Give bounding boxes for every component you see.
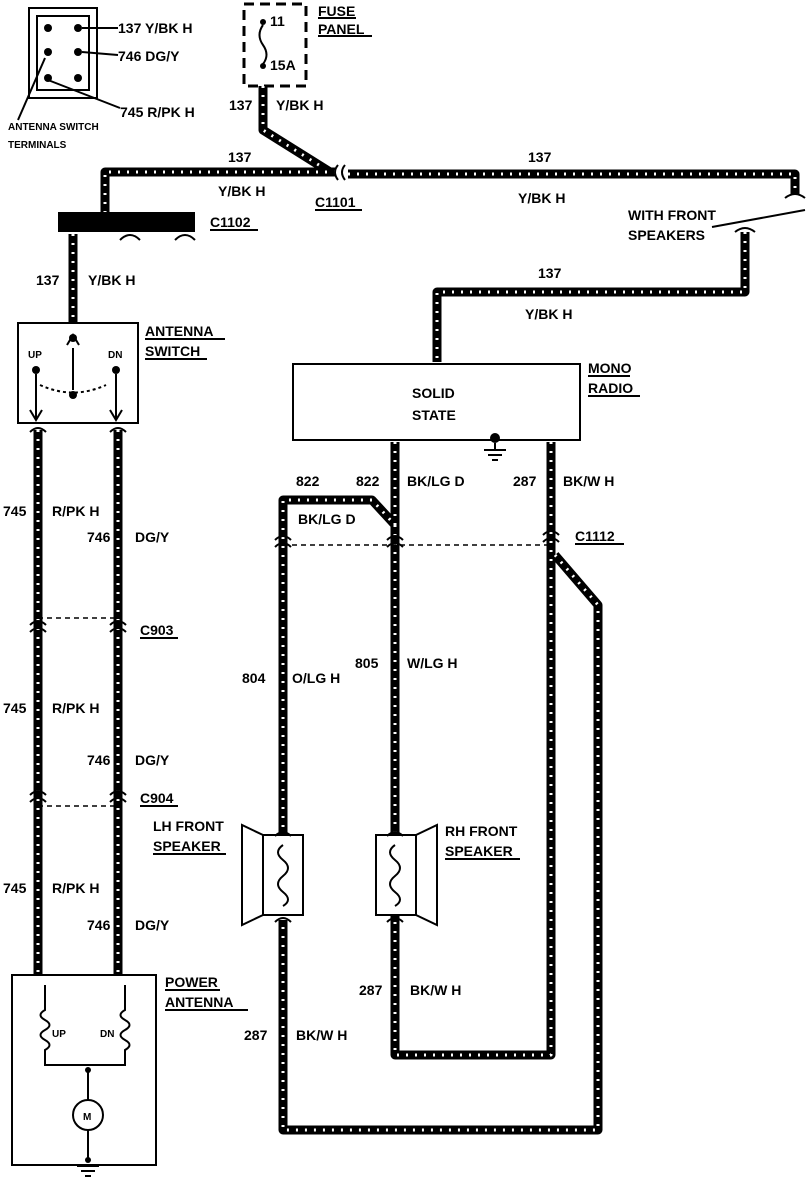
connector-c903: C903 bbox=[29, 617, 178, 639]
wire-137-radio-num: 137 bbox=[538, 265, 562, 281]
wire-137-radio-color: Y/BK H bbox=[525, 306, 572, 322]
wire-805-color: W/LG H bbox=[407, 655, 458, 671]
wire-287-mid-num: 287 bbox=[359, 982, 383, 998]
antenna-switch-title-line2: SWITCH bbox=[145, 343, 200, 359]
switch-dn-label: DN bbox=[108, 350, 122, 361]
rh-speaker-title-line1: RH FRONT bbox=[445, 823, 518, 839]
wire-822-a-num: 822 bbox=[296, 473, 320, 489]
antenna-switch-title-line1: ANTENNA bbox=[145, 323, 213, 339]
switch-up-label: UP bbox=[28, 350, 42, 361]
fuse-panel-title-line2: PANEL bbox=[318, 21, 365, 37]
inset-caption-line1: ANTENNA SWITCH bbox=[8, 122, 99, 133]
wire-137-left-num: 137 bbox=[228, 149, 252, 165]
power-antenna: M UP DN POWER ANTENNA bbox=[11, 974, 248, 1177]
fuse-panel: 11 15A FUSE PANEL bbox=[242, 2, 372, 88]
mono-radio: SOLID STATE MONO RADIO bbox=[292, 360, 640, 461]
inset-label-137: 137 Y/BK H bbox=[118, 20, 192, 36]
fuse-rating: 15A bbox=[270, 57, 296, 73]
c903-label: C903 bbox=[140, 622, 174, 638]
inset-label-746: 746 DG/Y bbox=[118, 48, 180, 64]
connector-c1101: C1101 bbox=[315, 164, 362, 211]
mono-radio-title-line2: RADIO bbox=[588, 380, 633, 396]
terminal-inset: 137 Y/BK H 746 DG/Y 745 R/PK H ANTENNA S… bbox=[8, 7, 195, 151]
wire-137-right-color: Y/BK H bbox=[518, 190, 565, 206]
motor-up-label: UP bbox=[52, 1029, 66, 1040]
motor-dn-label: DN bbox=[100, 1029, 114, 1040]
wire-804-color: O/LG H bbox=[292, 670, 340, 686]
wire-745-a-num: 745 bbox=[3, 503, 27, 519]
wire-746-a-num: 746 bbox=[87, 529, 111, 545]
wire-822-b-num: 822 bbox=[356, 473, 380, 489]
wire-822-a-color: BK/LG D bbox=[298, 511, 356, 527]
wire-745-a-color: R/PK H bbox=[52, 503, 99, 519]
switch-output-caps bbox=[29, 427, 127, 433]
wire-137-left-color: Y/BK H bbox=[218, 183, 265, 199]
wire-137-drop-num: 137 bbox=[36, 272, 60, 288]
wire-137-fuse-num: 137 bbox=[229, 97, 253, 113]
radio-text-line2: STATE bbox=[412, 407, 456, 423]
wire-746-a-color: DG/Y bbox=[135, 529, 170, 545]
wire-137-drop-color: Y/BK H bbox=[88, 272, 135, 288]
wire-746-b-num: 746 bbox=[87, 752, 111, 768]
power-antenna-title-line1: POWER bbox=[165, 974, 218, 990]
mono-radio-title-line1: MONO bbox=[588, 360, 632, 376]
wire-287-low-num: 287 bbox=[244, 1027, 268, 1043]
lh-front-speaker: LH FRONT SPEAKER bbox=[153, 818, 304, 927]
with-front-speakers: WITH FRONT SPEAKERS bbox=[628, 193, 806, 243]
wire-745-b-num: 745 bbox=[3, 700, 27, 716]
wire-287-low-color: BK/W H bbox=[296, 1027, 347, 1043]
wire-labels: 137 Y/BK H 137 Y/BK H 137 Y/BK H 137 Y/B… bbox=[3, 97, 614, 1043]
wire-137-right-num: 137 bbox=[528, 149, 552, 165]
connector-c1112: C1112 bbox=[274, 528, 624, 548]
wire-822-b-color: BK/LG D bbox=[407, 473, 465, 489]
with-front-speakers-line1: WITH FRONT bbox=[628, 207, 716, 223]
connector-c904: C904 bbox=[29, 790, 178, 807]
with-front-speakers-line2: SPEAKERS bbox=[628, 227, 705, 243]
c1102-label: C1102 bbox=[210, 214, 251, 230]
c1101-label: C1101 bbox=[315, 194, 356, 210]
rh-front-speaker: RH FRONT SPEAKER bbox=[375, 823, 520, 927]
connector-c1102: C1102 bbox=[58, 212, 258, 241]
fuse-panel-title-line1: FUSE bbox=[318, 3, 355, 19]
wire-745-c-color: R/PK H bbox=[52, 880, 99, 896]
wire-746-c-num: 746 bbox=[87, 917, 111, 933]
inset-label-745: 745 R/PK H bbox=[120, 104, 195, 120]
wire-746-b-color: DG/Y bbox=[135, 752, 170, 768]
wiring bbox=[33, 86, 800, 1135]
motor-symbol: M bbox=[83, 1112, 91, 1123]
c904-label: C904 bbox=[140, 790, 174, 806]
wire-287-top-color: BK/W H bbox=[563, 473, 614, 489]
wire-745-c-num: 745 bbox=[3, 880, 27, 896]
wire-746-c-color: DG/Y bbox=[135, 917, 170, 933]
wire-805-num: 805 bbox=[355, 655, 379, 671]
lh-speaker-title-line2: SPEAKER bbox=[153, 838, 221, 854]
fuse-number: 11 bbox=[270, 13, 285, 29]
wire-137-fuse-color: Y/BK H bbox=[276, 97, 323, 113]
antenna-switch: UP DN ANTENNA SWITCH bbox=[17, 322, 225, 424]
wire-287-mid-color: BK/W H bbox=[410, 982, 461, 998]
wire-745-b-color: R/PK H bbox=[52, 700, 99, 716]
power-antenna-title-line2: ANTENNA bbox=[165, 994, 233, 1010]
radio-text-line1: SOLID bbox=[412, 385, 455, 401]
wire-804-num: 804 bbox=[242, 670, 266, 686]
wire-287-top-num: 287 bbox=[513, 473, 537, 489]
lh-speaker-title-line1: LH FRONT bbox=[153, 818, 224, 834]
rh-speaker-title-line2: SPEAKER bbox=[445, 843, 513, 859]
c1112-label: C1112 bbox=[575, 528, 615, 544]
inset-caption-line2: TERMINALS bbox=[8, 140, 67, 151]
